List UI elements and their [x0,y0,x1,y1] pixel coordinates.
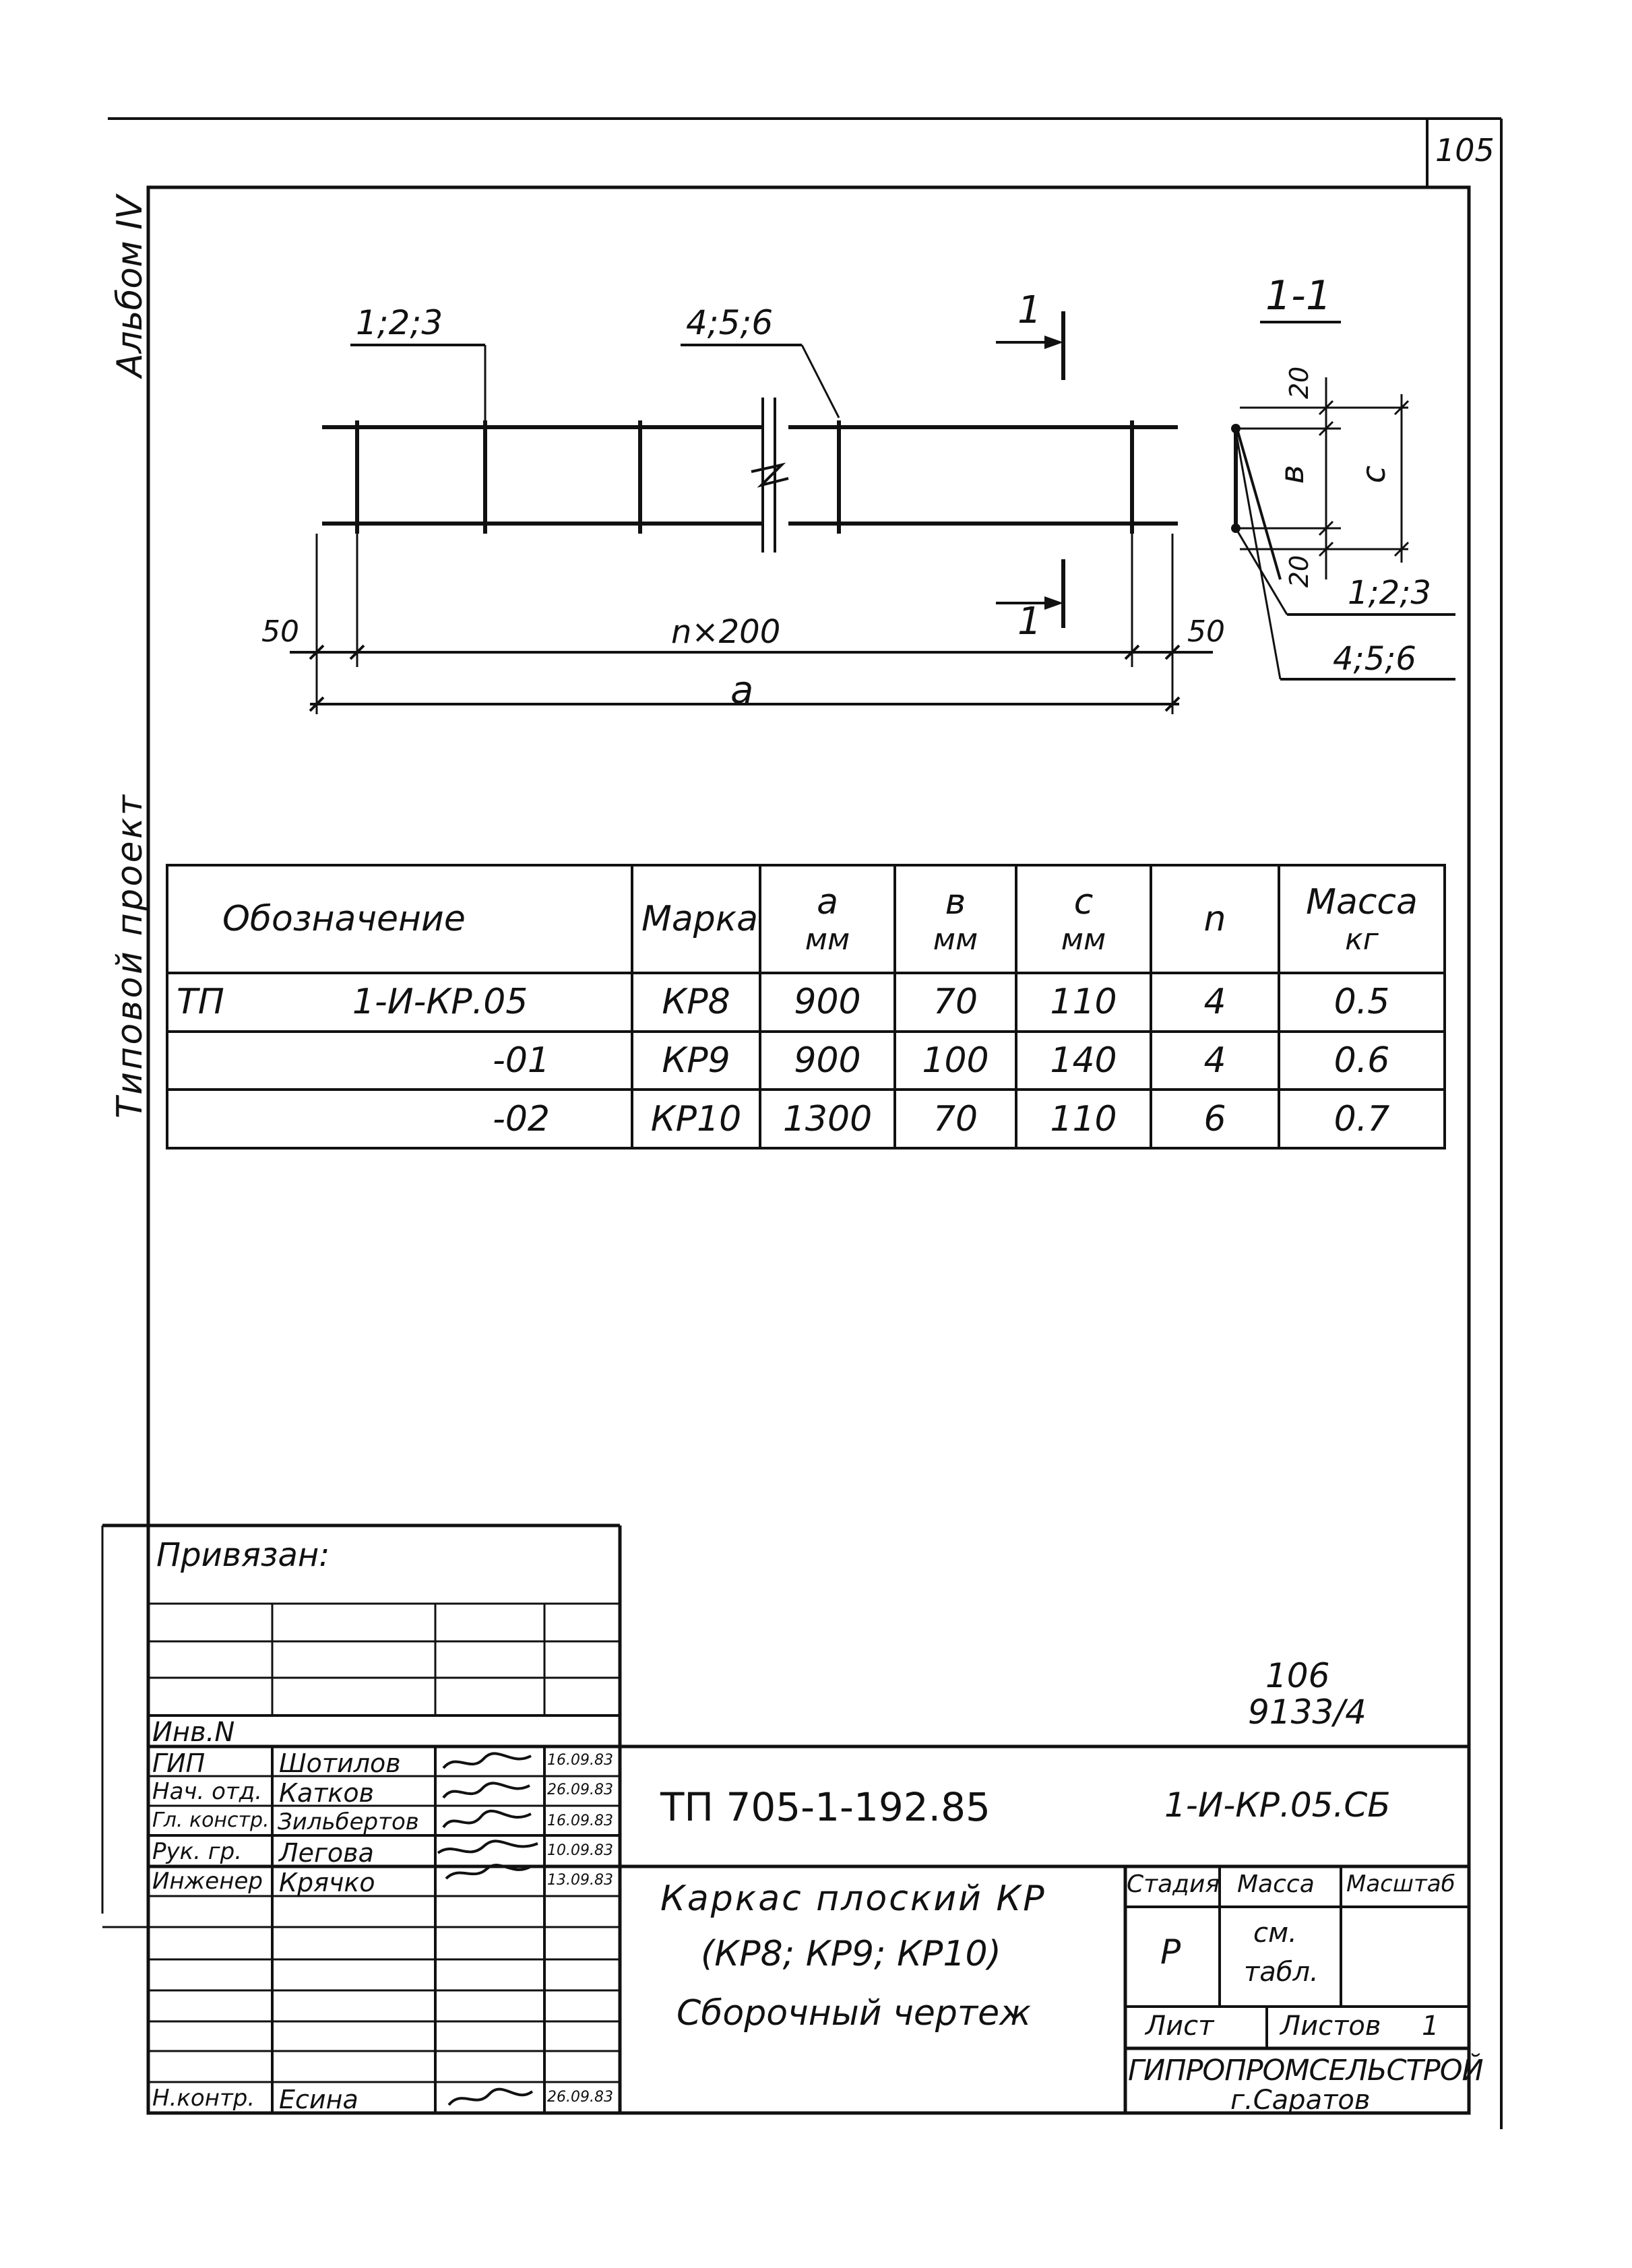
role-name: Катков [279,1778,374,1808]
section-dim-c: c [1355,465,1393,484]
header-mark: Марка [631,864,761,974]
row-b: 70 [893,1088,1017,1149]
row-n: 6 [1150,1088,1280,1149]
role-date: 16.09.83 [547,1752,613,1769]
row-c: 110 [1015,1088,1152,1149]
section-callout-1: 1;2;3 [1348,574,1431,612]
row-c: 140 [1015,1030,1152,1092]
table-row: -02 КР10 1300 70 110 6 0.7 [166,1088,1446,1149]
row-mark: КР8 [631,972,761,1033]
stamp-code-2: 9133/4 [1248,1693,1367,1732]
title-block-grid [101,1523,1469,2113]
section-title: 1-1 [1265,272,1331,319]
row-a: 900 [759,972,896,1033]
row-mass: 0.7 [1278,1088,1446,1149]
row-mark: КР9 [631,1030,761,1092]
col-mass: Масса [1237,1870,1315,1898]
row-designation: -01 [166,1030,633,1092]
org-name: ГИПРОПРОМСЕЛЬСТРОЙ [1128,2054,1484,2087]
role-name: Крячко [279,1868,375,1897]
role-label: Нач. отд. [152,1778,263,1805]
name-line-3: Сборочный чертеж [677,1993,1031,2034]
header-n: n [1150,864,1280,974]
stage-value: Р [1160,1932,1181,1972]
row-n: 4 [1150,972,1280,1033]
role-label: Рук. гр. [152,1838,243,1865]
role-name: Легова [279,1838,374,1868]
section-dim-b: в [1274,464,1312,484]
row-a: 900 [759,1030,896,1092]
row-b: 100 [893,1030,1017,1092]
row-c: 110 [1015,972,1152,1033]
role-date: 10.09.83 [547,1842,613,1859]
role-label: Гл. констр. [152,1808,270,1832]
row-mark: КР10 [631,1088,761,1149]
side-project-label: Типовой проект [110,794,150,1119]
norm-control-date: 26.09.83 [547,2089,613,2106]
row-mass: 0.6 [1278,1030,1446,1092]
row-n: 4 [1150,1030,1280,1092]
header-designation: Обозначение [166,864,633,974]
project-code: ТП 705-1-192.85 [660,1784,991,1830]
stamp-code-1: 106 [1265,1656,1330,1695]
mesh-plan-view [290,311,1213,714]
callout-left-label: 1;2;3 [356,303,443,342]
document-code: 1-И-КР.05.СБ [1164,1786,1391,1825]
callout-mid-label: 4;5;6 [686,303,774,342]
row-b: 70 [893,972,1017,1033]
inv-label: Инв.N [152,1717,235,1748]
norm-control-name: Есина [279,2085,358,2114]
dim-left-label: 50 [261,615,299,649]
role-date: 16.09.83 [547,1813,613,1829]
mass-value-1: см. [1253,1918,1297,1949]
section-mark-top-label: 1 [1017,288,1042,332]
row-a: 1300 [759,1088,896,1149]
org-city: г.Саратов [1230,2085,1371,2116]
name-line-1: Каркас плоский КР [660,1879,1046,1919]
sheets-label: Листов [1280,2011,1381,2042]
table-row: -01 КР9 900 100 140 4 0.6 [166,1030,1446,1092]
role-name: Шотилов [279,1749,401,1778]
section-mark-bottom-label: 1 [1017,600,1042,643]
norm-control-signature [447,2087,534,2106]
role-label: ГИП [152,1749,206,1778]
sheet-number: 105 [1435,132,1495,168]
dim-total-label: a [730,668,754,712]
col-stage: Стадия [1127,1870,1220,1898]
sheet-frame [146,185,1471,2115]
norm-control-role: Н.контр. [152,2085,255,2112]
side-album-label: Альбом IV [110,193,150,379]
dim-span-label: n×200 [671,613,781,651]
privyazan-label: Привязан: [156,1536,330,1574]
mass-value-2: табл. [1244,1957,1319,1988]
row-designation: -02 [166,1088,633,1149]
section-dim-top: 20 [1284,366,1315,400]
name-line-2: (КР8; КР9; КР10) [701,1934,1001,1974]
section-dim-bottom: 20 [1284,555,1315,588]
role-name: Зильбертов [278,1808,419,1835]
dim-right-label: 50 [1187,615,1225,649]
row-mass: 0.5 [1278,972,1446,1033]
sheets-value: 1 [1422,2011,1439,2042]
section-callout-2: 4;5;6 [1333,640,1416,678]
signatures [437,1752,538,1880]
sheet-label: Лист [1145,2011,1214,2042]
role-date: 26.09.83 [547,1782,613,1798]
role-label: Инженер [152,1868,263,1895]
role-date: 13.09.83 [547,1872,613,1889]
section-1-1-view [1231,321,1455,681]
col-scale: Масштаб [1346,1870,1455,1897]
